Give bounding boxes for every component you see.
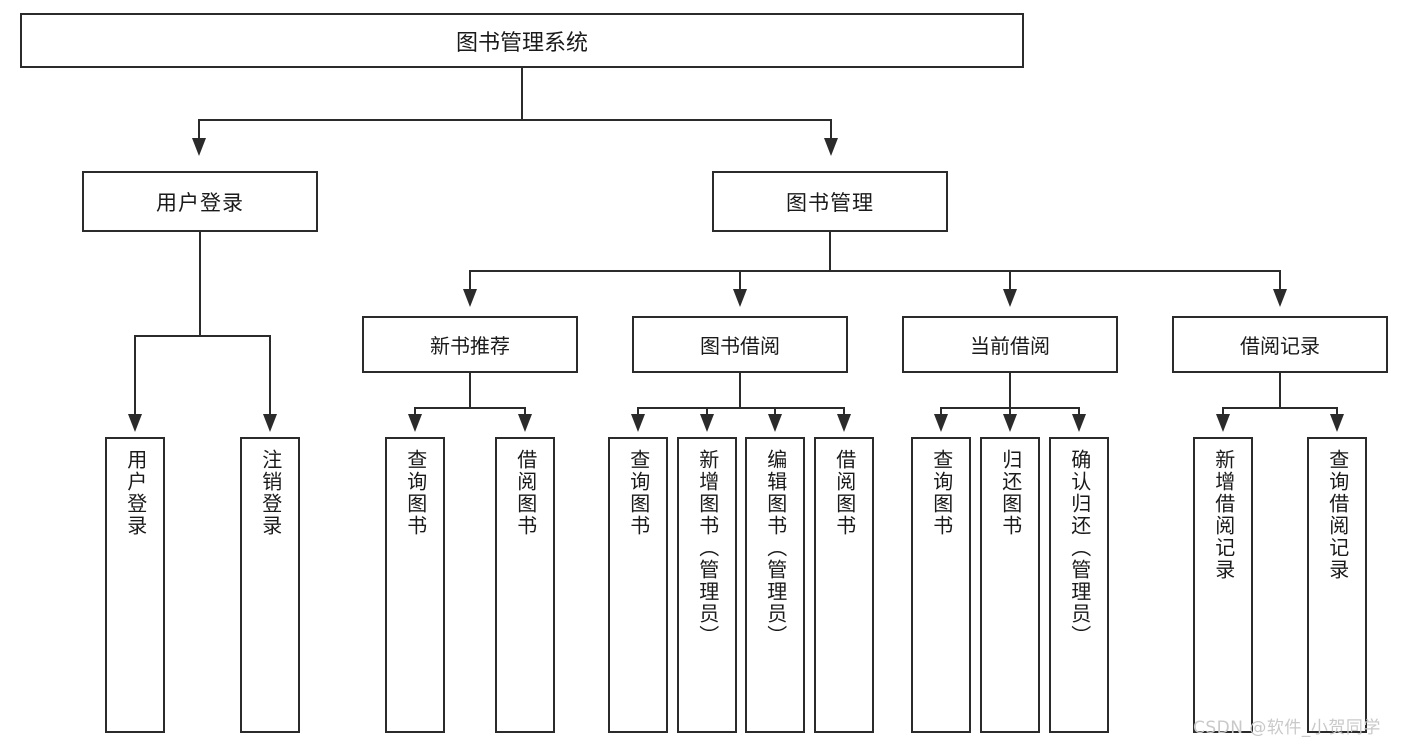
leaf-book-borrow-add[interactable]: 新增图书（管理员） <box>677 437 737 733</box>
arrow-user-login-leaf-2 <box>263 414 277 432</box>
connector-user-login-bus <box>134 335 271 337</box>
connector-to-book-borrow <box>739 270 741 292</box>
connector-book-borrow-leaf-3 <box>774 407 776 417</box>
connector-new-book-bus <box>414 407 526 409</box>
connector-book-borrow-leaf-2 <box>706 407 708 417</box>
node-new-book-recommend[interactable]: 新书推荐 <box>362 316 578 373</box>
connector-borrow-record-bus <box>1222 407 1338 409</box>
arrow-to-borrow-record <box>1273 289 1287 307</box>
connector-book-manage-stem <box>829 232 831 271</box>
connector-current-borrow-leaf-3 <box>1078 407 1080 417</box>
leaf-user-login-login[interactable]: 用户登录 <box>105 437 165 733</box>
node-label: 图书借阅 <box>700 334 780 358</box>
leaf-borrow-record-query[interactable]: 查询借阅记录 <box>1307 437 1367 733</box>
node-label: 借阅图书 <box>832 449 857 537</box>
arrow-new-book-leaf-1 <box>408 414 422 432</box>
connector-root-stem <box>521 68 523 120</box>
connector-borrow-record-stem <box>1279 373 1281 408</box>
node-user-login[interactable]: 用户登录 <box>82 171 318 232</box>
node-root-system[interactable]: 图书管理系统 <box>20 13 1024 68</box>
node-current-borrow[interactable]: 当前借阅 <box>902 316 1118 373</box>
node-label: 图书管理系统 <box>455 30 588 56</box>
connector-to-borrow-record <box>1279 270 1281 292</box>
node-label: 查询图书 <box>929 449 954 537</box>
node-label: 注销登录 <box>258 449 283 537</box>
arrow-borrow-record-leaf-1 <box>1216 414 1230 432</box>
connector-user-login-leaf-2 <box>269 335 271 417</box>
arrow-to-book-manage <box>824 138 838 156</box>
connector-borrow-record-leaf-1 <box>1222 407 1224 417</box>
leaf-new-book-borrow[interactable]: 借阅图书 <box>495 437 555 733</box>
leaf-borrow-record-add[interactable]: 新增借阅记录 <box>1193 437 1253 733</box>
node-label: 查询图书 <box>626 449 651 537</box>
node-label: 查询借阅记录 <box>1325 449 1350 581</box>
node-label: 新增借阅记录 <box>1211 449 1236 581</box>
node-label: 归还图书 <box>998 449 1023 537</box>
arrow-to-current-borrow <box>1003 289 1017 307</box>
connector-new-book-leaf-2 <box>524 407 526 417</box>
arrow-user-login-leaf-1 <box>128 414 142 432</box>
connector-to-book-manage <box>830 119 832 141</box>
connector-current-borrow-stem <box>1009 373 1011 408</box>
node-label: 借阅图书 <box>513 449 538 537</box>
node-label: 新增图书（管理员） <box>695 449 720 647</box>
leaf-book-borrow-query[interactable]: 查询图书 <box>608 437 668 733</box>
connector-new-book-stem <box>469 373 471 408</box>
node-book-manage[interactable]: 图书管理 <box>712 171 948 232</box>
node-label: 借阅记录 <box>1240 334 1320 358</box>
connector-borrow-record-leaf-2 <box>1336 407 1338 417</box>
leaf-book-borrow-borrow[interactable]: 借阅图书 <box>814 437 874 733</box>
arrow-borrow-record-leaf-2 <box>1330 414 1344 432</box>
arrow-to-book-borrow <box>733 289 747 307</box>
leaf-new-book-query[interactable]: 查询图书 <box>385 437 445 733</box>
leaf-user-login-logout[interactable]: 注销登录 <box>240 437 300 733</box>
connector-book-borrow-leaf-4 <box>843 407 845 417</box>
arrow-new-book-leaf-2 <box>518 414 532 432</box>
connector-user-login-stem <box>199 232 201 336</box>
connector-to-current-borrow <box>1009 270 1011 292</box>
arrow-current-borrow-leaf-3 <box>1072 414 1086 432</box>
node-label: 编辑图书（管理员） <box>763 449 788 647</box>
connector-level1-bus <box>198 119 832 121</box>
arrow-to-user-login <box>192 138 206 156</box>
node-label: 查询图书 <box>403 449 428 537</box>
leaf-current-borrow-return[interactable]: 归还图书 <box>980 437 1040 733</box>
arrow-book-borrow-leaf-1 <box>631 414 645 432</box>
connector-to-new-book <box>469 270 471 292</box>
node-label: 用户登录 <box>123 449 148 537</box>
leaf-current-borrow-confirm-return[interactable]: 确认归还（管理员） <box>1049 437 1109 733</box>
arrow-book-borrow-leaf-2 <box>700 414 714 432</box>
node-label: 用户登录 <box>156 190 244 215</box>
connector-new-book-leaf-1 <box>414 407 416 417</box>
connector-level2-bus <box>469 270 1281 272</box>
connector-to-user-login <box>198 119 200 141</box>
leaf-book-borrow-edit[interactable]: 编辑图书（管理员） <box>745 437 805 733</box>
connector-book-borrow-stem <box>739 373 741 408</box>
arrow-current-borrow-leaf-2 <box>1003 414 1017 432</box>
connector-current-borrow-leaf-1 <box>940 407 942 417</box>
arrow-book-borrow-leaf-3 <box>768 414 782 432</box>
arrow-book-borrow-leaf-4 <box>837 414 851 432</box>
arrow-to-new-book <box>463 289 477 307</box>
node-borrow-record[interactable]: 借阅记录 <box>1172 316 1388 373</box>
node-label: 图书管理 <box>786 190 874 215</box>
connector-book-borrow-leaf-1 <box>637 407 639 417</box>
node-label: 确认归还（管理员） <box>1067 449 1092 647</box>
node-label: 当前借阅 <box>970 334 1050 358</box>
connector-current-borrow-leaf-2 <box>1009 407 1011 417</box>
leaf-current-borrow-query[interactable]: 查询图书 <box>911 437 971 733</box>
csdn-watermark: CSDN @软件_小贺同学 <box>1193 718 1381 738</box>
node-book-borrow[interactable]: 图书借阅 <box>632 316 848 373</box>
connector-book-borrow-bus <box>637 407 845 409</box>
connector-user-login-leaf-1 <box>134 335 136 417</box>
arrow-current-borrow-leaf-1 <box>934 414 948 432</box>
node-label: 新书推荐 <box>430 334 510 358</box>
